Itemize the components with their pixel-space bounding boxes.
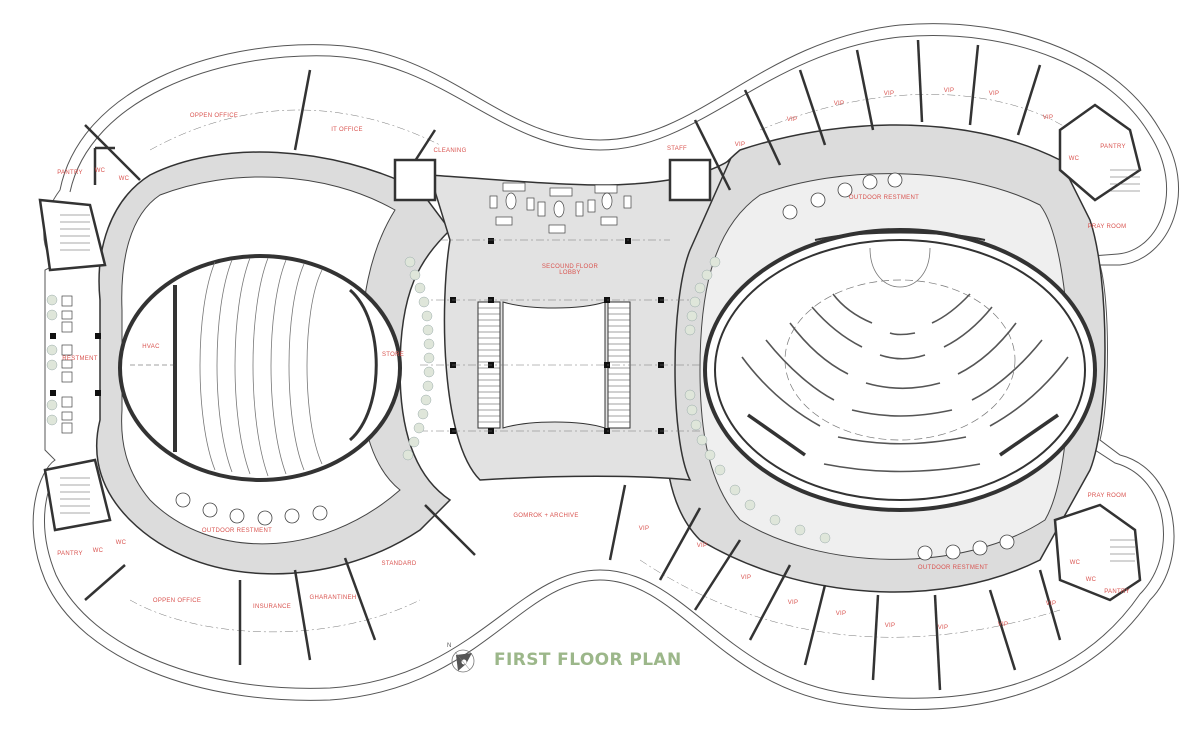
room-label-wc-nw-2: WC [118, 176, 130, 182]
room-label-wc-sw-2: WC [115, 540, 127, 546]
room-label-wc-nw-1: WC [94, 168, 106, 174]
room-label-wc-sw-1: WC [92, 548, 104, 554]
room-label-vip-n-3: VIP [833, 101, 845, 107]
room-label-vip-n-2: VIP [786, 117, 798, 123]
auditorium-east [703, 228, 1097, 512]
room-label-pantry-ne: PANTRY [1100, 144, 1126, 150]
room-label-wc-ne: WC [1068, 156, 1080, 162]
room-label-store: STORE [381, 352, 405, 358]
room-label-vip-n-5: VIP [943, 88, 955, 94]
room-label-wc-se-2: WC [1085, 577, 1097, 583]
room-walls-north-east [668, 39, 1142, 202]
room-label-vip-n-4: VIP [883, 91, 895, 97]
room-label-vip-s-2: VIP [696, 543, 708, 549]
room-label-vip-s-7: VIP [937, 625, 949, 631]
room-label-pantry-sw: PANTRY [57, 551, 83, 557]
room-label-staff: STAFF [666, 146, 688, 152]
room-label-pray-room-ne: PRAY ROOM [1087, 224, 1127, 230]
auditorium-west [118, 254, 402, 482]
room-label-vip-s-6: VIP [884, 623, 896, 629]
room-label-pantry-nw: PANTRY [57, 170, 83, 176]
room-label-oppen-office-south: OPPEN OFFICE [152, 598, 202, 604]
room-label-insurance: INSURANCE [252, 604, 292, 610]
room-label-vip-s-8: VIP [997, 622, 1009, 628]
room-label-hvac: HVAC [142, 344, 160, 350]
grid-lines [129, 94, 1071, 638]
stair-towers [60, 169, 1140, 562]
room-label-gomrok-archive: GOMROK + ARCHIVE [513, 513, 579, 519]
room-walls-south [38, 198, 1142, 691]
outdoor-tables [175, 172, 1015, 561]
room-walls-north-west [84, 69, 437, 202]
room-label-outdoor-restment-se: OUTDOOR RESTMENT [917, 565, 989, 571]
room-label-oppen-office-north: OPPEN OFFICE [189, 113, 239, 119]
room-label-vip-n-6: VIP [988, 91, 1000, 97]
room-label-pray-room-se: PRAY ROOM [1087, 493, 1127, 499]
room-label-standard: STANDARD [381, 561, 417, 567]
north-arrow-icon: N [447, 643, 475, 673]
room-label-outdoor-restment-sw: OUTDOOR RESTMENT [201, 528, 273, 534]
room-label-gharantineh: GHARANTINEH [309, 595, 357, 601]
room-label-vip-n-7: VIP [1042, 115, 1054, 121]
lobby-furniture [489, 182, 632, 234]
room-label-pantry-se: PANTRY [1104, 589, 1130, 595]
room-label-cleaning: CLEANING [433, 148, 467, 154]
planting-strips [46, 256, 831, 544]
room-label-vip-s-1: VIP [638, 526, 650, 532]
drawing-title: FIRST FLOOR PLAN [494, 650, 682, 670]
room-label-vip-s-4: VIP [787, 600, 799, 606]
restment-seating-west [61, 295, 73, 434]
room-label-vip-s-3: VIP [740, 575, 752, 581]
room-label-vip-s-9: VIP [1045, 601, 1057, 607]
room-label-restment-west: RESTMENT [62, 356, 98, 362]
room-label-outdoor-restment-ne: OUTDOOR RESTMENT [848, 195, 920, 201]
room-label-it-office: IT OFFICE [331, 127, 363, 133]
room-label-vip-n-1: VIP [734, 142, 746, 148]
room-label-vip-s-5: VIP [835, 611, 847, 617]
room-label-wc-se-1: WC [1069, 560, 1081, 566]
room-label-second-floor-lobby: SECOUND FLOOR LOBBY [541, 264, 599, 276]
north-arrow-label: N [447, 643, 451, 649]
